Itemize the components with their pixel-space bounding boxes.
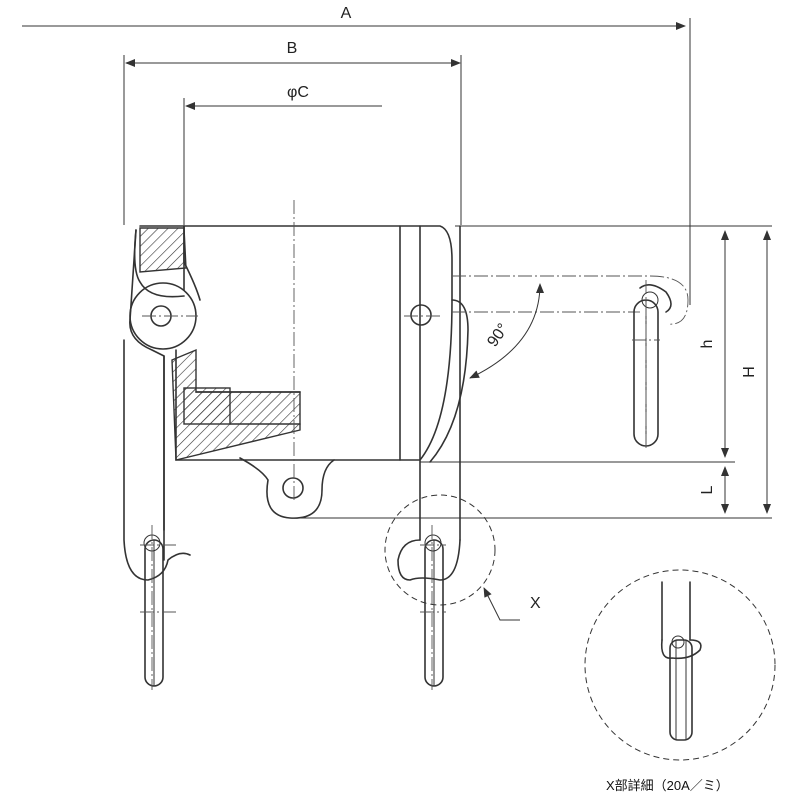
dim-h-large-label: H <box>741 366 758 378</box>
dimension-right: h H L <box>300 225 772 519</box>
dimension-a: A <box>22 5 691 305</box>
coupler-body <box>139 225 469 519</box>
dimension-b: B <box>123 40 462 225</box>
right-lever <box>397 225 461 687</box>
detail-x-view <box>584 569 776 761</box>
dim-c-label: φC <box>287 84 309 101</box>
dim-b-label: B <box>287 40 298 57</box>
detail-caption: X部詳細（20A／ミ） <box>606 778 729 793</box>
open-lever-phantom: 90° <box>452 275 689 447</box>
dimension-c: φC <box>183 84 382 225</box>
dim-h-small-label: h <box>699 340 716 349</box>
angle-label: 90° <box>484 321 512 351</box>
dim-l-label: L <box>699 485 716 494</box>
detail-mark-label: X <box>530 595 541 612</box>
centerlines <box>140 200 660 690</box>
detail-x-marker: X <box>384 494 541 621</box>
dim-a-label: A <box>341 5 352 22</box>
